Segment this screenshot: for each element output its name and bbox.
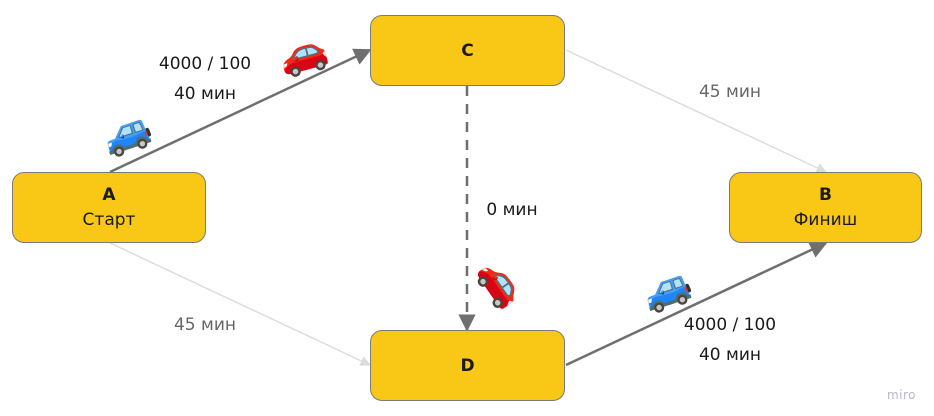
edge-a-c[interactable]: [109, 48, 372, 174]
edge-d-b[interactable]: [565, 241, 828, 367]
edge-d-b-label: 4000 / 100 40 мин: [670, 310, 790, 370]
node-c-title: C: [461, 40, 474, 61]
edge-d-b-time: 40 мин: [698, 345, 762, 365]
edge-a-c-cost: 4000 / 100: [158, 54, 252, 74]
node-a[interactable]: A Старт: [12, 172, 206, 243]
red-car-icon: 🚗: [272, 24, 333, 82]
edge-c-b-label: 45 мин: [698, 82, 762, 102]
node-d-title: D: [460, 355, 475, 376]
node-b-title: B: [819, 184, 832, 205]
node-b-subtitle: Финиш: [793, 209, 858, 230]
node-a-title: A: [102, 184, 116, 205]
node-a-subtitle: Старт: [82, 209, 136, 230]
edge-a-c-time: 40 мин: [173, 84, 237, 104]
edge-a-d-label: 45 мин: [173, 315, 237, 335]
edge-c-d-label: 0 мин: [486, 200, 538, 220]
node-c[interactable]: C: [370, 15, 565, 86]
edge-a-d[interactable]: [109, 242, 371, 366]
miro-watermark: miro: [886, 388, 916, 402]
edge-a-c-label: 4000 / 100 40 мин: [145, 49, 265, 109]
edge-c-b[interactable]: [565, 49, 827, 173]
edge-d-b-cost: 4000 / 100: [683, 315, 777, 335]
node-d[interactable]: D: [370, 330, 565, 401]
node-b[interactable]: B Финиш: [729, 172, 922, 243]
